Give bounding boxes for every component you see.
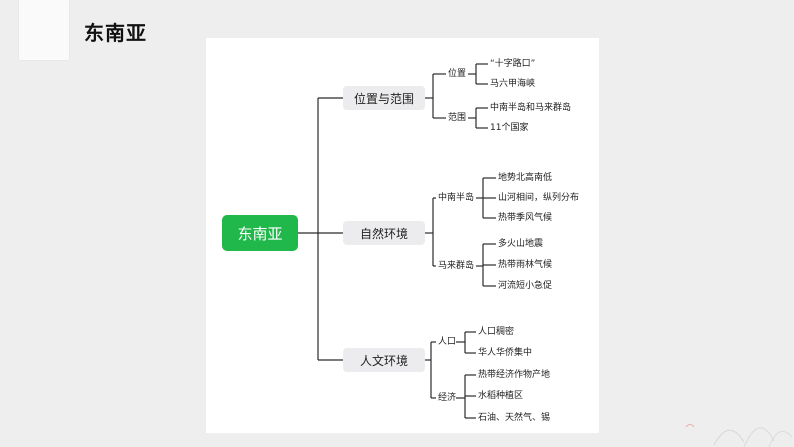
- leaf[interactable]: 人口稠密: [478, 327, 515, 337]
- leaf[interactable]: 中南半岛和马来群岛: [490, 103, 572, 113]
- branch-human-environment[interactable]: 人文环境: [343, 348, 425, 372]
- subbranch-location[interactable]: 位置: [448, 69, 467, 79]
- leaf[interactable]: 热带季风气候: [498, 213, 553, 223]
- subbranch-population[interactable]: 人口: [438, 337, 457, 347]
- page-title: 东南亚: [84, 21, 147, 45]
- leaf[interactable]: 河流短小急促: [498, 281, 553, 291]
- leaf[interactable]: 山河相间，纵列分布: [498, 193, 580, 203]
- leaf[interactable]: 水稻种植区: [478, 391, 524, 401]
- leaf[interactable]: 马六甲海峡: [490, 79, 536, 89]
- mindmap-connectors: [298, 63, 496, 419]
- leaf[interactable]: 11个国家: [490, 123, 529, 133]
- leaf[interactable]: 地势北高南低: [498, 173, 553, 183]
- subbranch-economy[interactable]: 经济: [438, 393, 457, 403]
- leaf[interactable]: 多火山地震: [498, 239, 544, 249]
- branch-natural-environment[interactable]: 自然环境: [343, 221, 425, 245]
- leaf[interactable]: 石油、天然气、锡: [478, 413, 551, 423]
- leaf[interactable]: 华人华侨集中: [478, 348, 533, 358]
- leaf[interactable]: 热带雨林气候: [498, 260, 553, 270]
- root-node[interactable]: 东南亚: [222, 215, 298, 251]
- leaf[interactable]: “十字路口”: [490, 59, 536, 69]
- corner-decoration: [19, 0, 69, 60]
- subbranch-indochina[interactable]: 中南半岛: [438, 193, 475, 203]
- branch-location-scope[interactable]: 位置与范围: [343, 86, 425, 110]
- subbranch-scope[interactable]: 范围: [448, 113, 467, 123]
- decorative-wisps: [685, 424, 793, 447]
- mindmap-canvas: 东南亚 位置与范围 自然环境 人文环境 位置 范围 中南半岛 马来群岛 人口 经…: [206, 38, 599, 433]
- subbranch-malay-archipelago[interactable]: 马来群岛: [438, 261, 475, 271]
- leaf[interactable]: 热带经济作物产地: [478, 370, 551, 380]
